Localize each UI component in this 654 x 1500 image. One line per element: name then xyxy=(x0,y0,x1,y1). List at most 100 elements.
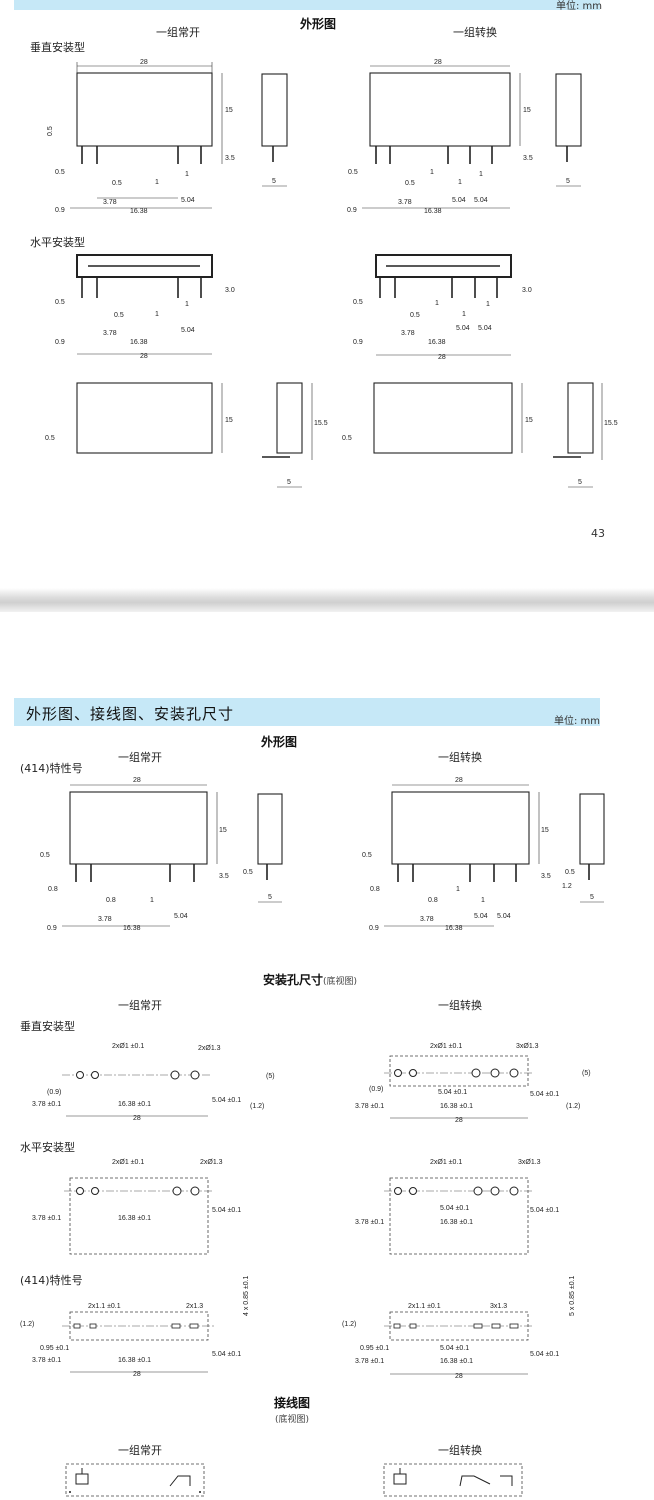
mount-vertical-no: 2xØ1 ±0.1 2xØ1.3 (0.9) 3.78 ±0.1 16.38 ±… xyxy=(32,1043,275,1122)
drawing-horizontal-no-top: 3.0 0.5 0.5 1 1 3.78 5.04 0.9 16.38 28 xyxy=(55,254,235,360)
svg-text:0.5: 0.5 xyxy=(348,169,358,176)
svg-text:3.78 ±0.1: 3.78 ±0.1 xyxy=(355,1219,384,1226)
vertical-mount-label: 垂直安装型 xyxy=(20,1020,75,1033)
svg-text:5.04: 5.04 xyxy=(474,197,488,204)
svg-text:0.5: 0.5 xyxy=(243,869,253,876)
svg-text:5.04 ±0.1: 5.04 ±0.1 xyxy=(438,1089,467,1096)
svg-text:28: 28 xyxy=(140,353,148,360)
svg-text:5.04 ±0.1: 5.04 ±0.1 xyxy=(212,1207,241,1214)
svg-text:1.2: 1.2 xyxy=(562,883,572,890)
svg-text:28: 28 xyxy=(434,59,442,66)
drawing-horizontal-no-front: 15 0.5 15.5 5 xyxy=(45,382,328,488)
svg-text:3.0: 3.0 xyxy=(522,287,532,294)
svg-text:5.04: 5.04 xyxy=(478,325,492,332)
svg-text:(1.2): (1.2) xyxy=(250,1103,264,1110)
svg-text:3xØ1.3: 3xØ1.3 xyxy=(516,1043,539,1050)
svg-text:2x1.1 ±0.1: 2x1.1 ±0.1 xyxy=(88,1303,121,1310)
svg-text:3.78: 3.78 xyxy=(401,330,415,337)
mount-horizontal-co: 2xØ1 ±0.1 3xØ1.3 5.04 ±0.1 3.78 ±0.1 16.… xyxy=(355,1159,559,1255)
svg-text:2xØ1 ±0.1: 2xØ1 ±0.1 xyxy=(430,1043,462,1050)
svg-text:16.38 ±0.1: 16.38 ±0.1 xyxy=(118,1215,151,1222)
svg-text:5.04: 5.04 xyxy=(181,327,195,334)
drawing-horizontal-co-front: 15 0.5 15.5 5 xyxy=(342,382,618,488)
svg-text:1: 1 xyxy=(462,311,466,318)
svg-text:2xØ1 ±0.1: 2xØ1 ±0.1 xyxy=(112,1043,144,1050)
svg-text:3.0: 3.0 xyxy=(225,287,235,294)
vertical-mount-label: 垂直安装型 xyxy=(30,41,85,54)
svg-text:5 x 0.85 ±0.1: 5 x 0.85 ±0.1 xyxy=(569,1275,576,1316)
svg-text:0.8: 0.8 xyxy=(428,897,438,904)
svg-text:15.5: 15.5 xyxy=(604,420,618,427)
svg-text:0.5: 0.5 xyxy=(40,852,50,859)
svg-text:5.04: 5.04 xyxy=(174,913,188,920)
drawings-page2: 28 15 3.5 0.5 0.8 0.8 1 3.78 5.04 0.9 16… xyxy=(20,777,605,1497)
outline-title: 外形图 xyxy=(260,735,298,749)
svg-text:3x1.3: 3x1.3 xyxy=(490,1303,507,1310)
mount-hole-title: 安装孔尺寸(底视图) xyxy=(263,971,357,988)
svg-text:2x1.1 ±0.1: 2x1.1 ±0.1 xyxy=(408,1303,441,1310)
svg-text:5.04: 5.04 xyxy=(497,913,511,920)
svg-text:0.5: 0.5 xyxy=(112,180,122,187)
horizontal-mount-label: 水平安装型 xyxy=(20,1141,75,1154)
svg-text:28: 28 xyxy=(455,1117,463,1124)
svg-text:3.78: 3.78 xyxy=(398,199,412,206)
svg-text:3.78: 3.78 xyxy=(420,916,434,923)
horizontal-mount-label: 水平安装型 xyxy=(30,236,85,249)
svg-text:0.5: 0.5 xyxy=(342,435,352,442)
special-code-label-2: (414)特性号 xyxy=(20,1274,83,1287)
catalog-page-44: 外形图、接线图、安装孔尺寸 单位: mm 外形图 一组常开 一组转换 (414)… xyxy=(0,612,654,1500)
page-number: 43 xyxy=(591,527,605,540)
svg-text:28: 28 xyxy=(455,777,463,784)
svg-text:(5): (5) xyxy=(582,1070,591,1077)
svg-text:3.78 ±0.1: 3.78 ±0.1 xyxy=(355,1358,384,1365)
svg-text:0.8: 0.8 xyxy=(106,897,116,904)
svg-text:0.95 ±0.1: 0.95 ±0.1 xyxy=(360,1345,389,1352)
mount-horizontal-no: 2xØ1 ±0.1 2xØ1.3 3.78 ±0.1 16.38 ±0.1 5.… xyxy=(32,1159,241,1255)
svg-text:5: 5 xyxy=(268,894,272,901)
svg-text:5.04: 5.04 xyxy=(456,325,470,332)
svg-text:3.78 ±0.1: 3.78 ±0.1 xyxy=(32,1215,61,1222)
svg-text:1: 1 xyxy=(486,301,490,308)
outline-drawings-page1: 28 15 3.5 0.5 0.5 0.5 1 1 3.78 5.04 0.9 … xyxy=(45,59,618,488)
wiring-title: 接线图 xyxy=(273,1396,311,1410)
mount-hole-note: (底视图) xyxy=(322,977,358,987)
svg-text:3.78: 3.78 xyxy=(103,199,117,206)
drawing-vertical-no-side: 5 xyxy=(261,73,288,187)
svg-text:0.5: 0.5 xyxy=(47,126,54,136)
svg-text:15: 15 xyxy=(219,827,227,834)
svg-text:28: 28 xyxy=(140,59,148,66)
drawing-414-no-front: 28 15 3.5 0.5 0.8 0.8 1 3.78 5.04 0.9 16… xyxy=(40,777,229,932)
svg-text:28: 28 xyxy=(455,1373,463,1380)
svg-text:5.04 ±0.1: 5.04 ±0.1 xyxy=(530,1351,559,1358)
mount-414-co: 2x1.1 ±0.1 3x1.3 5 x 0.85 ±0.1 0.95 ±0.1… xyxy=(342,1275,576,1380)
svg-text:(1.2): (1.2) xyxy=(566,1103,580,1110)
wiring-no xyxy=(65,1463,205,1497)
svg-text:0.9: 0.9 xyxy=(47,925,57,932)
svg-text:0.9: 0.9 xyxy=(55,207,65,214)
svg-text:16.38: 16.38 xyxy=(445,925,463,932)
section-header-bar: 外形图、接线图、安装孔尺寸 xyxy=(14,698,600,726)
drawing-414-co-front: 28 15 3.5 0.5 0.8 0.8 1 1 3.78 5.04 5.04… xyxy=(362,777,551,932)
svg-text:3.5: 3.5 xyxy=(225,155,235,162)
svg-text:2xØ1.3: 2xØ1.3 xyxy=(200,1159,223,1166)
svg-text:3.78: 3.78 xyxy=(103,330,117,337)
svg-text:0.5: 0.5 xyxy=(45,435,55,442)
svg-text:5.04: 5.04 xyxy=(474,913,488,920)
column-label-no: 一组常开 xyxy=(118,751,162,764)
svg-text:(0.9): (0.9) xyxy=(369,1086,383,1093)
svg-text:5.04 ±0.1: 5.04 ±0.1 xyxy=(212,1097,241,1104)
svg-text:16.38: 16.38 xyxy=(123,925,141,932)
svg-text:2x1.3: 2x1.3 xyxy=(186,1303,203,1310)
svg-text:5.04 ±0.1: 5.04 ±0.1 xyxy=(440,1345,469,1352)
svg-text:16.38: 16.38 xyxy=(428,339,446,346)
svg-text:16.38 ±0.1: 16.38 ±0.1 xyxy=(440,1219,473,1226)
svg-text:0.5: 0.5 xyxy=(362,852,372,859)
outline-title: 外形图 xyxy=(299,17,337,31)
mount-column-label-changeover: 一组转换 xyxy=(438,999,482,1012)
svg-text:4 x 0.85 ±0.1: 4 x 0.85 ±0.1 xyxy=(243,1275,250,1316)
svg-text:16.38 ±0.1: 16.38 ±0.1 xyxy=(118,1101,151,1108)
svg-text:5.04 ±0.1: 5.04 ±0.1 xyxy=(530,1091,559,1098)
svg-text:15: 15 xyxy=(225,107,233,114)
drawing-414-co-side: 0.5 1.2 5 xyxy=(562,793,605,903)
mount-hole-title-text: 安装孔尺寸 xyxy=(262,973,323,987)
